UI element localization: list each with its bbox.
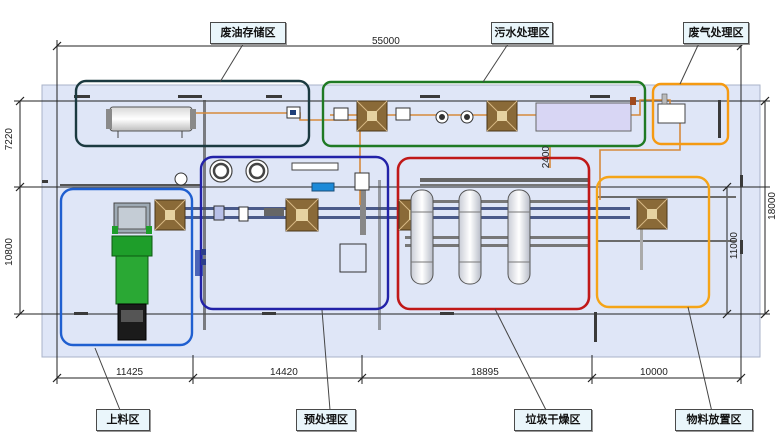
dim-seg-3: 18895 xyxy=(471,367,499,378)
label-exhaust: 废气处理区 xyxy=(683,22,749,44)
fan-unit xyxy=(174,172,188,186)
dim-small-mid: 2400 xyxy=(541,146,552,169)
callout-lines xyxy=(94,40,713,413)
zone-exhaust xyxy=(651,82,730,146)
dim-right-total: 18000 xyxy=(767,192,778,220)
label-sewage: 污水处理区 xyxy=(491,22,553,44)
label-pretreatment: 预处理区 xyxy=(296,409,356,431)
dryer-drums xyxy=(410,189,531,285)
dim-left-upper: 7220 xyxy=(4,128,15,151)
loading-truck xyxy=(111,202,153,341)
conveyor-lines xyxy=(60,100,736,330)
sewage-equipment xyxy=(333,97,636,132)
storage-hopper xyxy=(636,198,668,230)
zone-waste-oil xyxy=(74,79,311,148)
label-drying: 垃圾干燥区 xyxy=(514,409,592,431)
label-waste-oil: 废油存储区 xyxy=(210,22,286,44)
dimension-ticks xyxy=(15,41,770,383)
exhaust-unit xyxy=(657,103,686,124)
label-storage: 物料放置区 xyxy=(675,409,753,431)
dim-total-width: 55000 xyxy=(372,36,400,47)
dim-left-lower: 10800 xyxy=(4,238,15,266)
zone-pretreatment xyxy=(199,155,390,311)
label-loading: 上料区 xyxy=(96,409,150,431)
pipe-line xyxy=(180,99,681,205)
pretreatment-equipment xyxy=(201,159,370,273)
zone-drying xyxy=(396,156,591,311)
dim-seg-2: 14420 xyxy=(270,367,298,378)
zone-storage xyxy=(595,175,711,309)
feeder-hopper xyxy=(154,199,186,231)
zone-loading xyxy=(59,187,194,347)
dim-right-inner: 11000 xyxy=(729,232,740,260)
wall-segments xyxy=(42,95,743,342)
zone-sewage xyxy=(321,80,647,148)
dim-seg-4: 10000 xyxy=(640,367,668,378)
oil-tank xyxy=(106,106,196,138)
dim-seg-1: 11425 xyxy=(116,367,144,378)
